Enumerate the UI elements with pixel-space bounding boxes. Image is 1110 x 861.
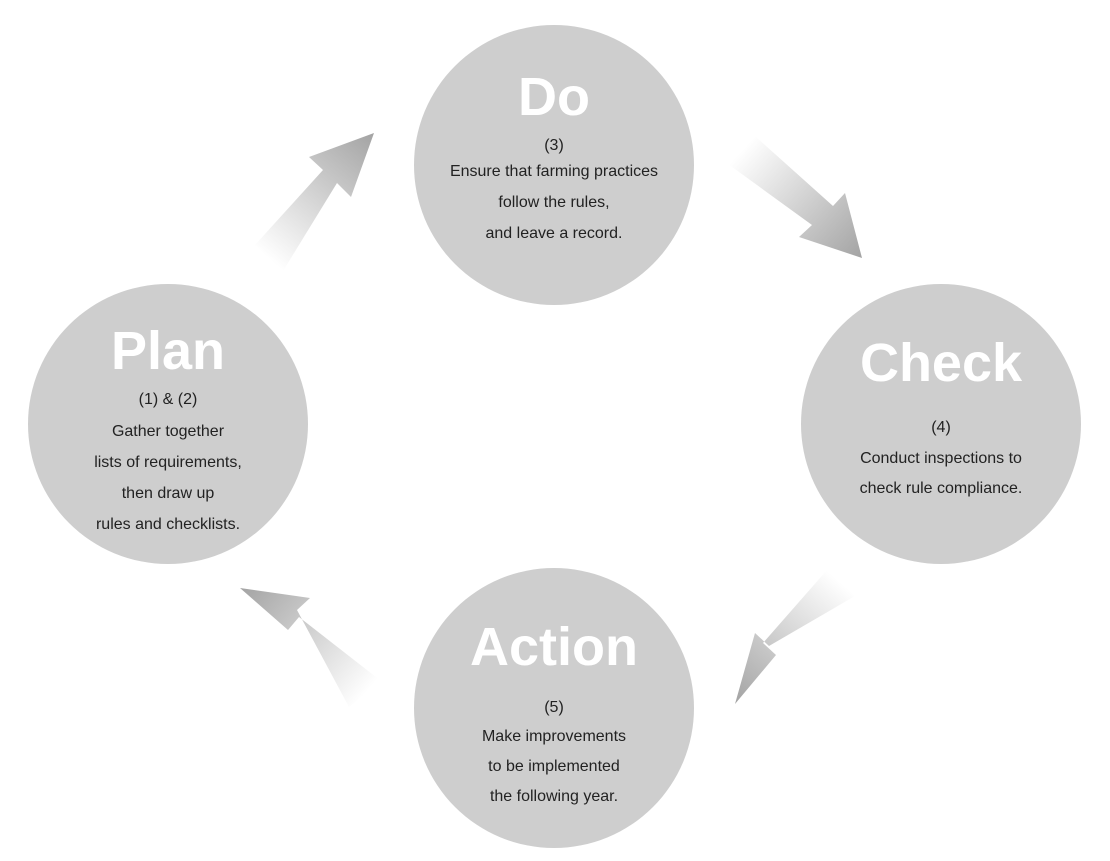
stage-description-line: and leave a record. (485, 225, 623, 242)
stage-number: (3) (544, 137, 564, 154)
stage-description-line: follow the rules, (498, 194, 610, 211)
stage-do-circle: Do (3) Ensure that farming practices fol… (414, 25, 694, 305)
stage-title: Action (470, 617, 638, 677)
stage-description-line: check rule compliance. (859, 480, 1023, 497)
stage-description-line: Ensure that farming practices (449, 163, 659, 180)
stage-number: (5) (544, 699, 564, 716)
stage-check-circle: Check (4) Conduct inspections to check r… (801, 284, 1081, 564)
stage-description-line: rules and checklists. (95, 516, 241, 533)
stage-title: Do (518, 67, 590, 127)
stage-plan-circle: Plan (1) & (2) Gather together lists of … (28, 284, 308, 564)
stage-action-circle: Action (5) Make improvements to be imple… (414, 568, 694, 848)
stage-number: (1) & (2) (138, 391, 198, 408)
stage-description-line: Gather together (111, 423, 225, 440)
stage-description-line: Make improvements (481, 728, 627, 745)
stage-title: Plan (110, 321, 226, 381)
stage-number: (4) (931, 419, 951, 436)
stage-description-line: lists of requirements, (94, 454, 242, 471)
stage-description-line: then draw up (121, 485, 215, 502)
arrow-up-right-icon (255, 133, 374, 271)
arrow-down-left-icon (735, 570, 855, 704)
arrow-down-right-icon (728, 137, 862, 258)
stage-description-line: the following year. (489, 788, 619, 805)
stage-description-line: Conduct inspections to (860, 450, 1022, 467)
arrow-up-left-icon (240, 588, 381, 707)
stage-description-line: to be implemented (488, 758, 620, 775)
stage-title: Check (859, 333, 1023, 393)
